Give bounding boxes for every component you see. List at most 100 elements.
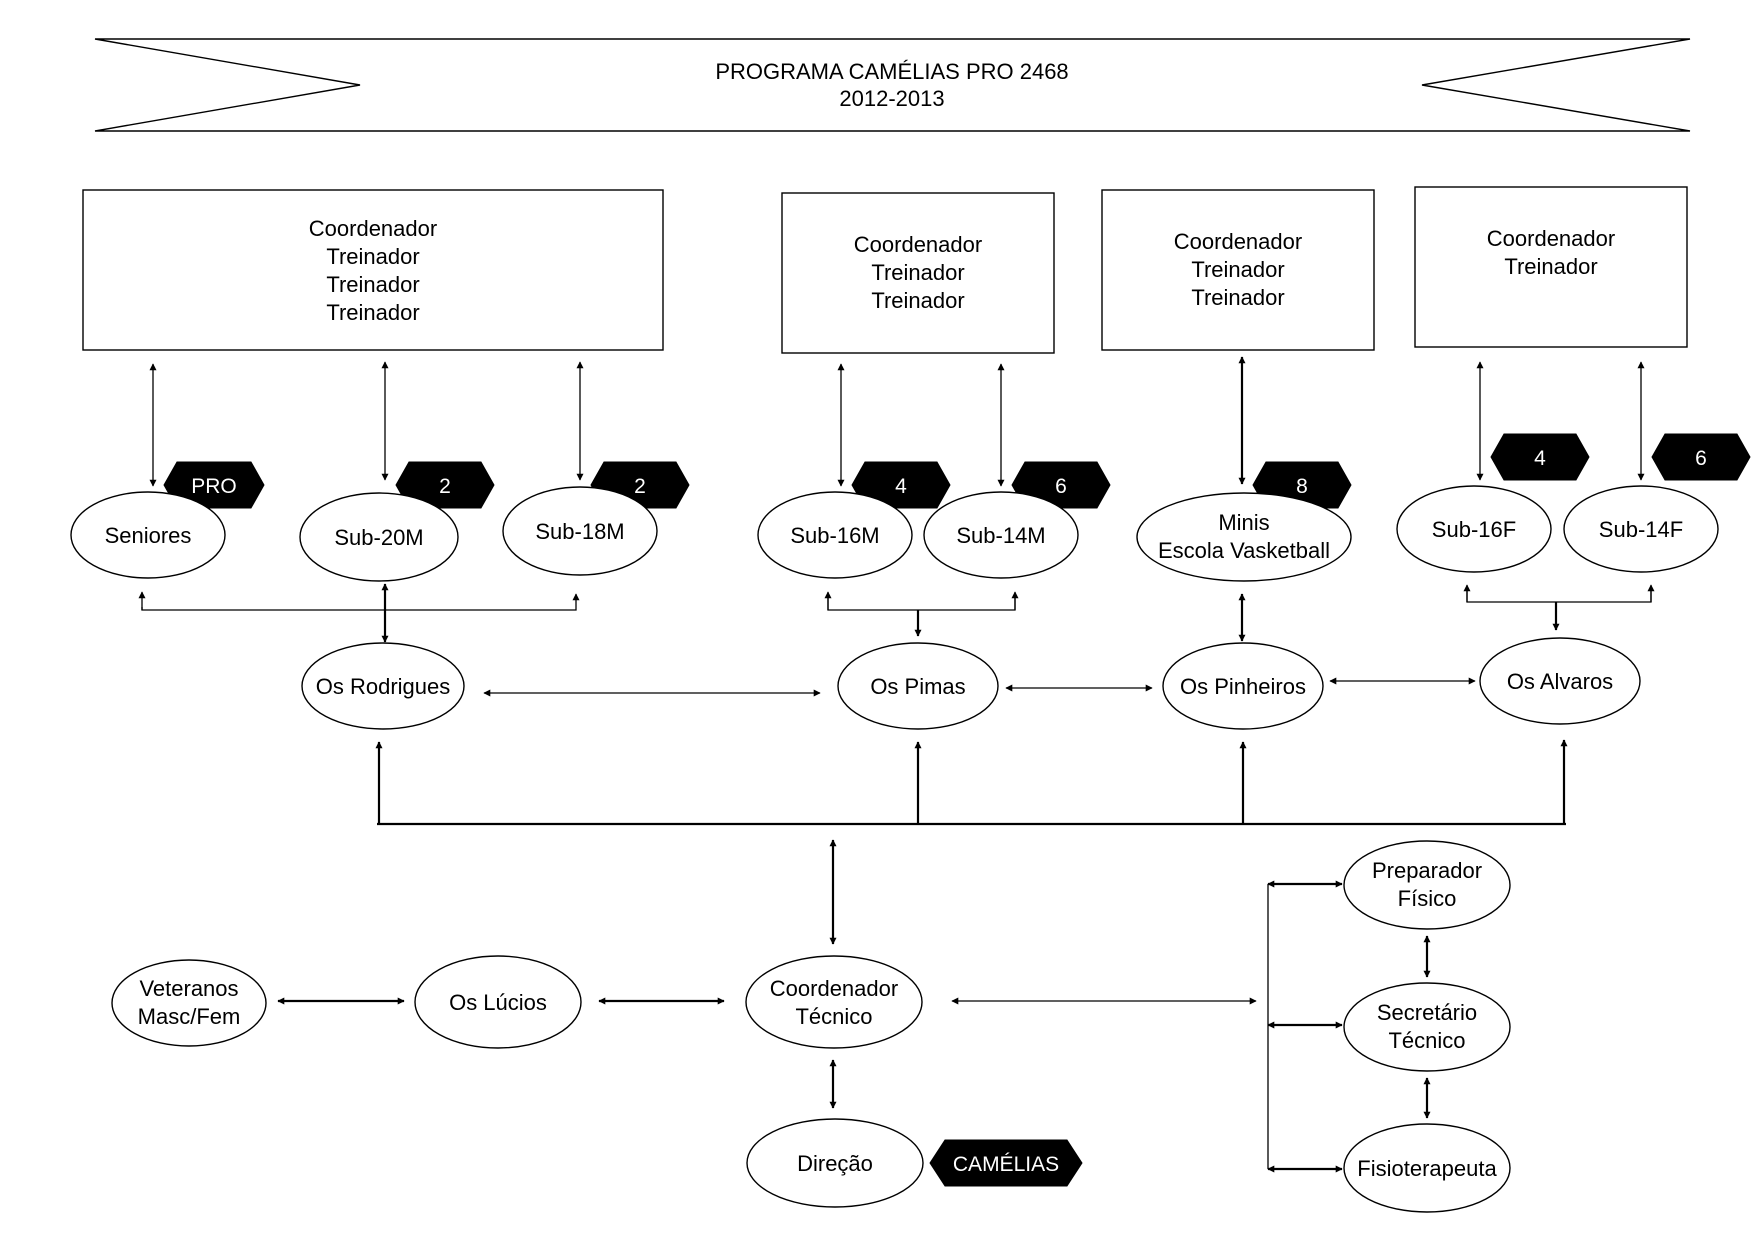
node-coordenador-tecnico-shape bbox=[745, 955, 923, 1049]
group-os-pimas-label: Os Pimas bbox=[870, 674, 965, 699]
team-sub18m-shape bbox=[502, 486, 658, 576]
badge-pro-label: PRO bbox=[191, 475, 237, 498]
group-os-pimas: Os Pimas bbox=[837, 642, 999, 730]
group-os-alvaros-label: Os Alvaros bbox=[1507, 669, 1613, 694]
node-fisioterapeuta: Fisioterapeuta bbox=[1343, 1123, 1511, 1213]
badge-sub14f-shape bbox=[1651, 433, 1751, 481]
group-os-pimas-shape bbox=[837, 642, 999, 730]
title-line-2: 2012-2013 bbox=[839, 86, 944, 111]
staff-box-4-frame bbox=[1414, 186, 1688, 348]
group-os-pinheiros: Os Pinheiros bbox=[1162, 642, 1324, 730]
team-minis-shape bbox=[1136, 492, 1352, 582]
node-direcao: Direção bbox=[746, 1118, 924, 1208]
staff-box-2-frame bbox=[781, 192, 1055, 354]
node-veteranos-shape bbox=[111, 959, 267, 1047]
badge-sub16f: 4 bbox=[1490, 433, 1590, 481]
connector-pimas-bracket bbox=[827, 594, 1016, 611]
staff-box-2: Coordenador Treinador Treinador bbox=[781, 192, 1055, 354]
team-sub16m: Sub-16M bbox=[757, 491, 913, 579]
trunk-bus bbox=[375, 739, 1568, 945]
node-os-lucios-shape bbox=[414, 955, 582, 1049]
team-seniores: Seniores bbox=[70, 491, 226, 579]
staff-box-1-line-4: Treinador bbox=[326, 300, 419, 325]
group-os-pinheiros-shape bbox=[1162, 642, 1324, 730]
staff-box-1-line-1: Coordenador bbox=[309, 216, 437, 241]
staff-box-3-line-3: Treinador bbox=[1191, 285, 1284, 310]
badge-camelias-label: CAMÉLIAS bbox=[953, 1153, 1059, 1176]
node-veteranos: Veteranos Masc/Fem bbox=[111, 959, 267, 1047]
badge-sub16m-label: 4 bbox=[895, 475, 907, 498]
team-sub16f-label: Sub-16F bbox=[1432, 517, 1516, 542]
badge-sub16f-shape bbox=[1490, 433, 1590, 481]
team-minis: Minis Escola Vasketball bbox=[1136, 492, 1352, 582]
badge-sub20m-label: 2 bbox=[439, 475, 451, 498]
group-os-alvaros-shape bbox=[1479, 637, 1641, 725]
staff-team-connectors bbox=[149, 356, 1645, 487]
node-preparador-fisico-line-2: Físico bbox=[1398, 886, 1457, 911]
badge-minis-label: 8 bbox=[1296, 475, 1308, 498]
team-sub16f-shape bbox=[1396, 485, 1552, 573]
bottom-connectors bbox=[277, 880, 1431, 1173]
node-secretario-tecnico-shape bbox=[1343, 982, 1511, 1072]
node-direcao-label: Direção bbox=[797, 1151, 873, 1176]
connector-rodrigues-bracket bbox=[141, 593, 580, 611]
staff-box-2-line-2: Treinador bbox=[871, 260, 964, 285]
badge-sub14f: 6 bbox=[1651, 433, 1751, 481]
group-os-rodrigues: Os Rodrigues bbox=[301, 642, 465, 730]
team-sub20m-shape bbox=[299, 492, 459, 582]
team-sub20m: Sub-20M bbox=[299, 492, 459, 582]
node-preparador-fisico: Preparador Físico bbox=[1343, 840, 1511, 930]
connector-alvaros-bracket bbox=[1466, 586, 1652, 603]
team-seniores-shape bbox=[70, 491, 226, 579]
node-coordenador-tecnico-line-1: Coordenador bbox=[770, 976, 898, 1001]
team-seniores-label: Seniores bbox=[105, 523, 192, 548]
badge-camelias-shape bbox=[929, 1139, 1083, 1187]
staff-box-3-frame bbox=[1101, 189, 1375, 351]
team-sub16m-label: Sub-16M bbox=[790, 523, 879, 548]
badge-sub20m-shape bbox=[395, 461, 495, 509]
node-veteranos-line-2: Masc/Fem bbox=[138, 1004, 241, 1029]
node-secretario-tecnico: Secretário Técnico bbox=[1343, 982, 1511, 1072]
group-links bbox=[483, 677, 1476, 697]
team-sub16f: Sub-16F bbox=[1396, 485, 1552, 573]
team-sub14m-label: Sub-14M bbox=[956, 523, 1045, 548]
team-sub14f-label: Sub-14F bbox=[1599, 517, 1683, 542]
staff-box-4-line-2: Treinador bbox=[1504, 254, 1597, 279]
node-secretario-tecnico-line-2: Técnico bbox=[1388, 1028, 1465, 1053]
staff-box-3-line-1: Coordenador bbox=[1174, 229, 1302, 254]
node-veteranos-line-1: Veteranos bbox=[139, 976, 238, 1001]
group-os-rodrigues-label: Os Rodrigues bbox=[316, 674, 451, 699]
title-banner: PROGRAMA CAMÉLIAS PRO 2468 2012-2013 bbox=[94, 38, 1691, 132]
badge-sub18m-label: 2 bbox=[634, 475, 646, 498]
team-sub20m-label: Sub-20M bbox=[334, 525, 423, 550]
team-group-connectors bbox=[138, 583, 1655, 643]
node-coordenador-tecnico: Coordenador Técnico bbox=[745, 955, 923, 1049]
team-sub18m: Sub-18M bbox=[502, 486, 658, 576]
node-fisioterapeuta-label: Fisioterapeuta bbox=[1357, 1156, 1497, 1181]
team-sub18m-label: Sub-18M bbox=[535, 519, 624, 544]
staff-box-4-line-1: Coordenador bbox=[1487, 226, 1615, 251]
badge-camelias: CAMÉLIAS bbox=[929, 1139, 1083, 1187]
staff-box-1-line-2: Treinador bbox=[326, 244, 419, 269]
badge-sub16f-label: 4 bbox=[1534, 447, 1546, 470]
group-os-rodrigues-shape bbox=[301, 642, 465, 730]
team-sub14f: Sub-14F bbox=[1563, 485, 1719, 573]
node-secretario-tecnico-line-1: Secretário bbox=[1377, 1000, 1477, 1025]
team-sub14m: Sub-14M bbox=[923, 491, 1079, 579]
node-os-lucios: Os Lúcios bbox=[414, 955, 582, 1049]
title-line-1: PROGRAMA CAMÉLIAS PRO 2468 bbox=[715, 59, 1068, 84]
staff-box-2-line-3: Treinador bbox=[871, 288, 964, 313]
badge-sub14f-label: 6 bbox=[1695, 447, 1707, 470]
node-preparador-fisico-shape bbox=[1343, 840, 1511, 930]
group-os-alvaros: Os Alvaros bbox=[1479, 637, 1641, 725]
team-minis-line-2: Escola Vasketball bbox=[1158, 538, 1330, 563]
staff-box-1-frame bbox=[82, 189, 664, 351]
staff-box-1-line-3: Treinador bbox=[326, 272, 419, 297]
badge-sub16m-shape bbox=[851, 461, 951, 509]
staff-box-3-line-2: Treinador bbox=[1191, 257, 1284, 282]
staff-box-1: Coordenador Treinador Treinador Treinado… bbox=[82, 189, 664, 351]
badge-pro-shape bbox=[163, 461, 265, 509]
team-sub16m-shape bbox=[757, 491, 913, 579]
node-coordenador-tecnico-line-2: Técnico bbox=[795, 1004, 872, 1029]
